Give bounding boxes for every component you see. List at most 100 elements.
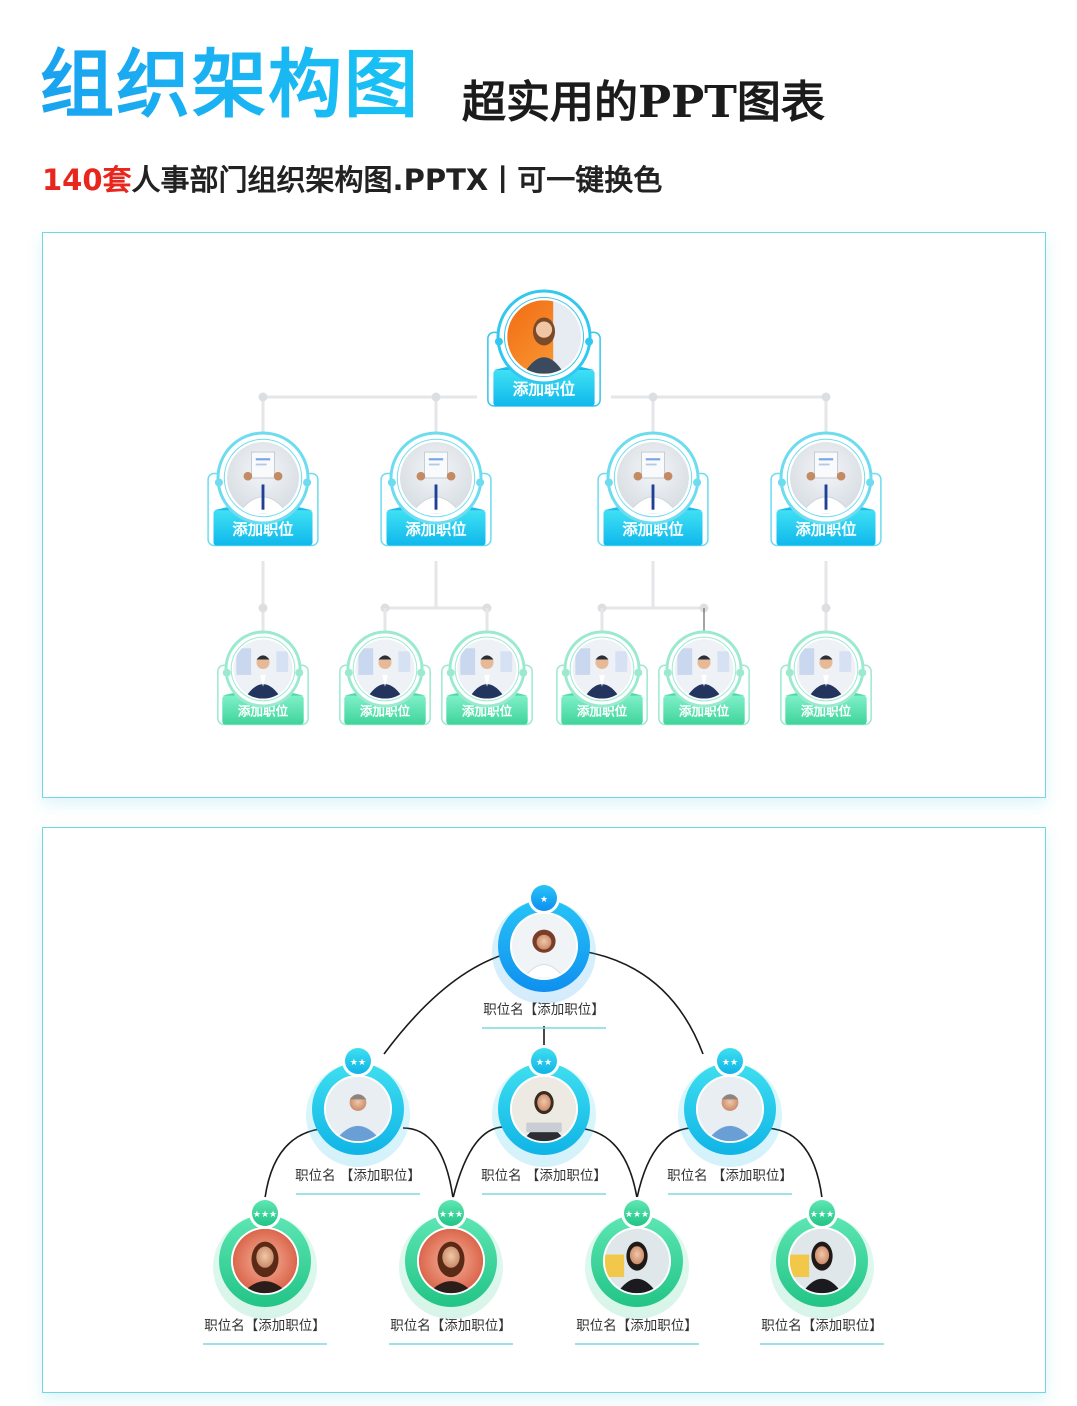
star-icon: ★★★ (625, 1210, 649, 1220)
nodes: ★职位名【添加职位】★★职位名 【添加职位】★★职位名 【添加职位】★★职位名 … (203, 882, 884, 1345)
suit (617, 1278, 657, 1294)
level3-node: 添加职位 (339, 630, 431, 726)
monitor (575, 648, 591, 675)
ring-dot (494, 337, 503, 346)
label-box (493, 370, 595, 406)
ring-dot (585, 337, 594, 346)
shirt (484, 674, 490, 687)
photo-inner-ring (793, 636, 859, 702)
top-node: ★职位名【添加职位】 (482, 882, 606, 1029)
position-label: 添加职位 (622, 520, 683, 538)
portrait-photo (227, 442, 299, 514)
portrait-photo (511, 913, 577, 979)
label-box (561, 695, 643, 725)
set-count: 140套 (42, 163, 132, 197)
suit (244, 684, 282, 699)
connector-arc (402, 1126, 514, 1199)
star-icon: ★★★ (439, 1210, 463, 1220)
paper-line (255, 463, 267, 466)
ring-dot (785, 668, 794, 677)
portrait-photo (325, 1076, 391, 1142)
shirt (701, 674, 707, 687)
portrait-photo (232, 1228, 298, 1294)
tie (824, 484, 828, 510)
connector-dot (431, 392, 441, 402)
label-box (785, 695, 867, 725)
chair (789, 1254, 810, 1278)
paper-line (818, 463, 830, 466)
level3-node: 添加职位 (658, 630, 750, 726)
level2-node: 添加职位 (770, 431, 882, 547)
hair (378, 655, 392, 660)
portrait-photo (697, 1076, 763, 1142)
photo-inner-ring (396, 438, 476, 518)
hand (243, 471, 253, 481)
portrait-photo (418, 1228, 484, 1294)
hand (663, 471, 673, 481)
hand (446, 471, 456, 481)
ring-dot (604, 478, 613, 487)
connector-dot (821, 603, 831, 613)
monitor (799, 648, 815, 675)
laptop (526, 1122, 562, 1133)
label-box (663, 695, 745, 725)
position-label: 添加职位 (462, 703, 513, 718)
face (537, 1094, 551, 1111)
hair (721, 1094, 739, 1100)
suit (468, 684, 506, 699)
level3-node: 添加职位 (441, 630, 533, 726)
star-badge (531, 885, 557, 911)
hair (697, 655, 711, 660)
monitor (677, 648, 693, 675)
org-chart-2: ★职位名【添加职位】★★职位名 【添加职位】★★职位名 【添加职位】★★职位名 … (203, 882, 884, 1345)
ring-dot (446, 668, 455, 677)
star-icon: ★★★ (253, 1210, 277, 1220)
position-label: 职位名【添加职位】 (204, 1318, 326, 1334)
level3-node: ★★★职位名【添加职位】 (575, 1197, 699, 1345)
position-label: 职位名【添加职位】 (761, 1318, 883, 1334)
face (442, 1246, 460, 1268)
level2-node: 添加职位 (207, 431, 319, 547)
portrait-photo (572, 639, 632, 699)
photo-inner-ring (454, 636, 520, 702)
position-label: 添加职位 (679, 703, 730, 718)
star-badge (252, 1200, 278, 1226)
position-label: 职位名 【添加职位】 (295, 1168, 421, 1184)
monitor (500, 651, 513, 672)
portrait-photo (790, 442, 862, 514)
position-label: 添加职位 (405, 520, 466, 538)
face (814, 1246, 830, 1265)
level3-node: 添加职位 (556, 630, 648, 726)
shirt (706, 1125, 754, 1142)
org-chart-1: 添加职位添加职位添加职位添加职位添加职位添加职位添加职位添加职位添加职位添加职位… (207, 289, 882, 726)
monitor (276, 651, 289, 672)
photo-inner-ring (613, 438, 693, 518)
level3-node: ★★★职位名【添加职位】 (760, 1197, 884, 1345)
paper-line (645, 463, 657, 466)
top-node: 添加职位 (487, 289, 601, 407)
tie (651, 484, 655, 510)
top (428, 1281, 474, 1294)
hair (480, 655, 494, 660)
portrait-photo (674, 639, 734, 699)
paper-line (645, 458, 661, 461)
photo-inner-ring (671, 636, 737, 702)
face (535, 321, 553, 338)
portrait-photo (400, 442, 472, 514)
suit (366, 684, 404, 699)
suit (807, 684, 845, 699)
connector-dot (258, 392, 268, 402)
position-label: 职位名【添加职位】 (390, 1318, 512, 1334)
monitor (839, 651, 852, 672)
tie (434, 484, 438, 510)
label-box (446, 695, 528, 725)
org-chart-panel-2: ★职位名【添加职位】★★职位名 【添加职位】★★职位名 【添加职位】★★职位名 … (42, 827, 1046, 1393)
connector-lines (258, 392, 831, 631)
position-label: 职位名 【添加职位】 (667, 1168, 793, 1184)
face (256, 1246, 274, 1268)
level3-node: ★★★ 职位名【添加职位】 (389, 1197, 513, 1345)
portrait-photo (617, 442, 689, 514)
level2-node: ★★职位名 【添加职位】 (667, 1045, 793, 1195)
suit (685, 684, 723, 699)
label-box (386, 510, 486, 546)
